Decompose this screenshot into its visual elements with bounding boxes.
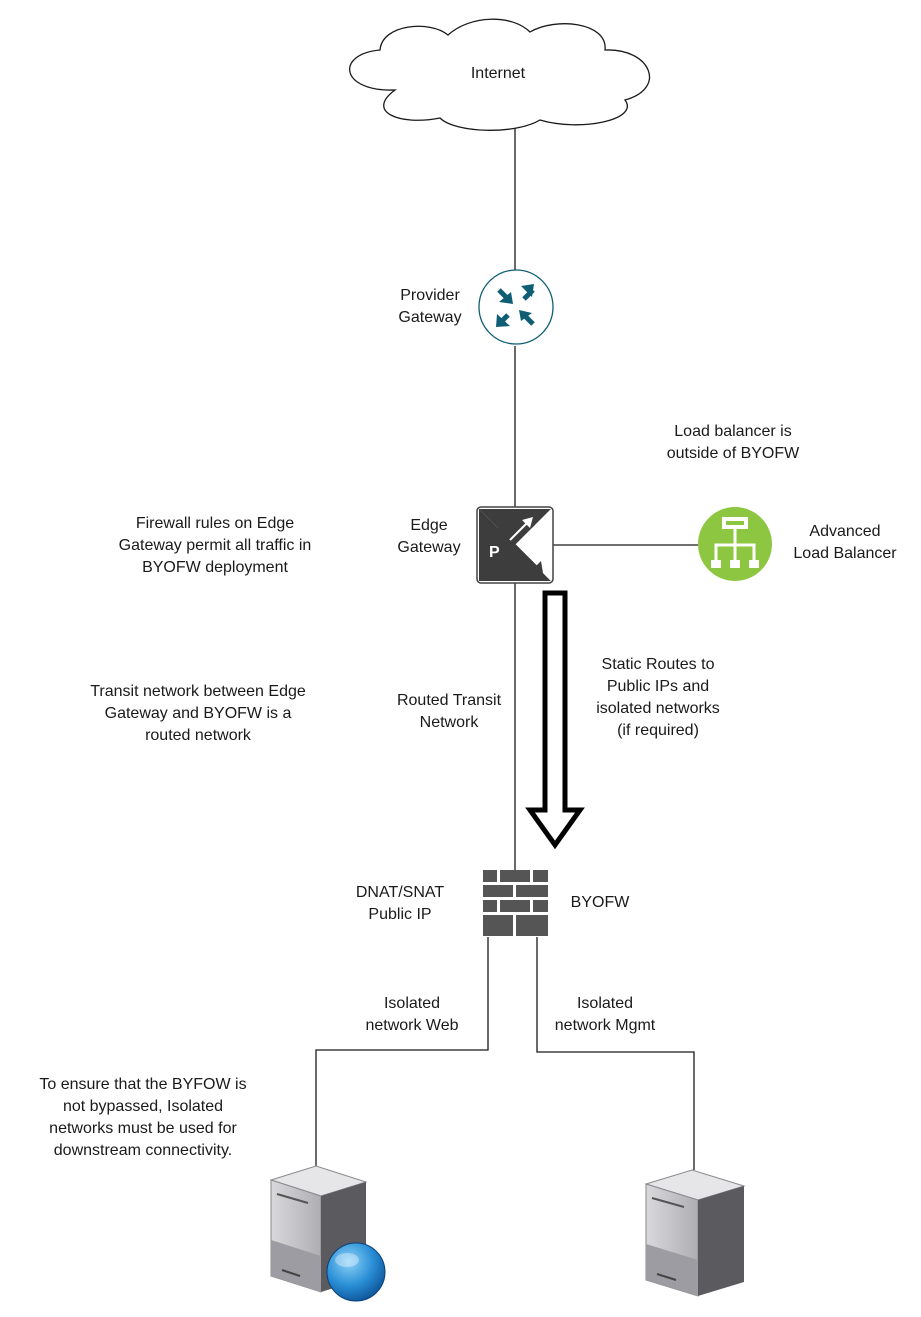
link-byofw-mgmt <box>536 937 695 1170</box>
internet-cloud-icon <box>349 18 651 131</box>
router-icon <box>478 269 554 345</box>
edge-badge-v: V <box>504 563 515 580</box>
web-server-icon <box>269 1165 386 1302</box>
edge-badge-p: P <box>489 544 500 561</box>
firewall-brick-icon <box>483 870 548 936</box>
edge-gateway-icon: P V <box>476 506 554 584</box>
byofw-label: BYOFW <box>570 894 630 911</box>
server-icon <box>644 1169 746 1297</box>
connector-lines <box>315 128 698 1170</box>
static-route-arrow-icon <box>525 590 585 850</box>
link-byofw-web <box>315 937 489 1168</box>
internet-label: Internet <box>470 65 526 82</box>
load-balancer-icon <box>698 507 772 581</box>
